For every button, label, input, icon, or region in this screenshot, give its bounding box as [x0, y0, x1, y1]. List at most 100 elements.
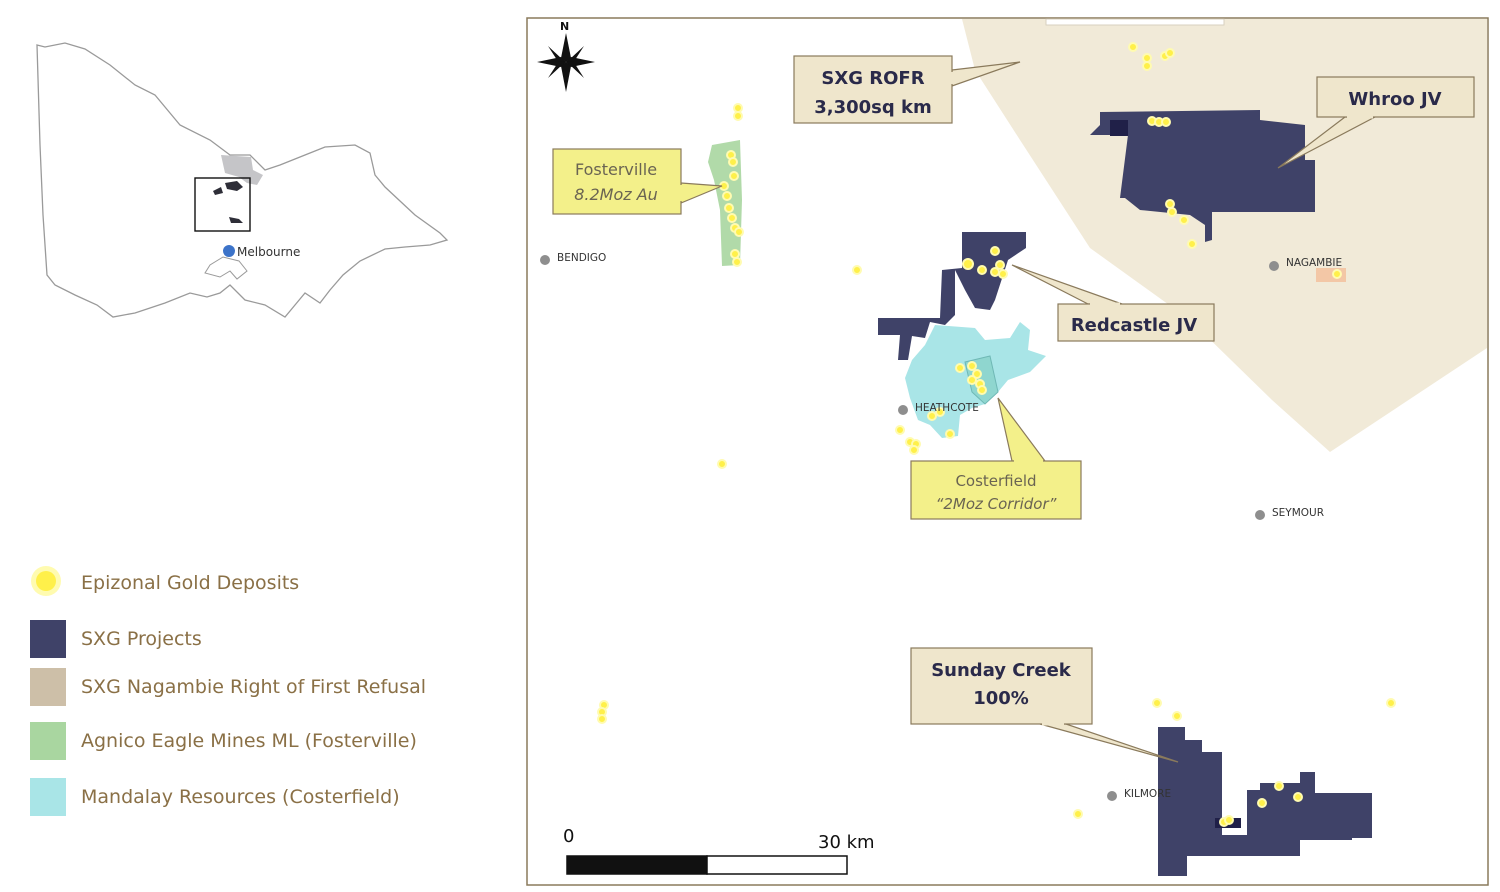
callout-fosterville-resource: 8.2Moz Au — [574, 185, 658, 204]
callout-rofr-area: 3,300sq km — [814, 97, 932, 118]
gold-deposit — [729, 171, 739, 181]
gold-deposit-dot-icon — [31, 566, 61, 596]
gold-deposit — [1073, 809, 1083, 819]
legend-label-gold-deposits: Epizonal Gold Deposits — [81, 572, 300, 594]
bendigo-marker-icon — [540, 255, 550, 265]
scale-bar-end-label: 30 km — [818, 832, 875, 853]
inset-sxg-block-south — [229, 217, 243, 223]
towns — [540, 255, 1279, 801]
gold-deposit — [722, 191, 732, 201]
bendigo-label: BENDIGO — [557, 252, 606, 264]
scale-bar-dark — [566, 855, 708, 875]
gold-deposit — [1165, 199, 1175, 209]
gold-deposit — [955, 363, 965, 373]
gold-deposit — [1161, 117, 1171, 127]
gold-deposit — [727, 213, 737, 223]
gold-deposit — [935, 407, 945, 417]
gold-deposit — [990, 267, 1000, 277]
redcastle-jv-block — [878, 232, 1026, 360]
gold-deposit — [1224, 815, 1234, 825]
sxg-projects-swatch — [30, 620, 66, 658]
callout-sunday-creek-box — [910, 647, 1093, 725]
gold-deposit — [1128, 42, 1138, 52]
legend-label-rofr: SXG Nagambie Right of First Refusal — [81, 676, 427, 698]
gold-deposit — [733, 103, 743, 113]
gold-deposit — [1187, 239, 1197, 249]
gold-deposit — [990, 246, 1000, 256]
legend-item-sxg-projects: SXG Projects — [30, 620, 490, 660]
inset-sxg-block-west — [213, 187, 223, 195]
gold-deposit — [967, 361, 977, 371]
callout-fosterville-box — [552, 148, 682, 215]
nagambie-marker-icon — [1269, 261, 1279, 271]
whroo-inner-block — [1110, 120, 1128, 136]
melbourne-marker-icon — [223, 245, 235, 257]
north-label: N — [560, 20, 569, 33]
gold-deposit — [927, 411, 937, 421]
victoria-outline — [36, 42, 449, 318]
gold-deposit — [967, 375, 977, 385]
kilmore-label: KILMORE — [1124, 788, 1171, 800]
callout-rofr-title: SXG ROFR — [821, 68, 924, 89]
gold-deposit — [895, 425, 905, 435]
north-arrow-icon — [537, 33, 595, 92]
callout-redcastle: Redcastle JV — [1011, 264, 1215, 342]
callout-rofr-box — [793, 55, 953, 124]
gold-deposit — [977, 385, 987, 395]
gold-deposit — [730, 249, 740, 259]
callout-rofr: SXG ROFR 3,300sq km — [793, 55, 1021, 124]
legend-label-fosterville: Agnico Eagle Mines ML (Fosterville) — [81, 730, 417, 752]
gold-deposit — [1165, 48, 1175, 58]
gold-deposit — [1332, 269, 1342, 279]
gold-deposit — [1167, 207, 1177, 217]
legend-item-costerfield: Mandalay Resources (Costerfield) — [30, 778, 490, 818]
rofr-swatch — [30, 668, 66, 706]
callout-whroo-box — [1316, 76, 1475, 118]
gold-deposit — [1179, 215, 1189, 225]
gold-deposit — [724, 203, 734, 213]
inset-area-box — [194, 177, 251, 232]
heathcote-label: HEATHCOTE — [915, 402, 979, 414]
callout-costerfield-title: Costerfield — [955, 472, 1036, 490]
callout-costerfield-box — [910, 460, 1082, 520]
fosterville-swatch — [30, 722, 66, 760]
callout-whroo: Whroo JV — [1277, 76, 1475, 169]
callout-fosterville-title: Fosterville — [575, 160, 657, 179]
gold-deposit — [977, 265, 987, 275]
gold-deposit — [909, 445, 919, 455]
gold-deposit — [733, 111, 743, 121]
scale-bar: 0 30 km — [563, 826, 875, 875]
scale-bar-zero-label: 0 — [563, 826, 574, 847]
gold-deposit — [1386, 698, 1396, 708]
gold-deposit — [1172, 711, 1182, 721]
callout-fosterville: Fosterville 8.2Moz Au — [552, 148, 723, 215]
gold-deposit — [1293, 792, 1303, 802]
callout-costerfield: Costerfield “2Moz Corridor” — [910, 397, 1082, 520]
callout-sunday-creek-ownership: 100% — [973, 688, 1029, 709]
gold-deposit — [998, 269, 1008, 279]
callout-costerfield-resource: “2Moz Corridor” — [936, 495, 1057, 513]
callout-redcastle-label: Redcastle JV — [1071, 315, 1197, 336]
callout-redcastle-box — [1057, 303, 1215, 342]
inset-rofr-area — [221, 155, 263, 185]
rofr-top-notch — [1045, 18, 1225, 26]
heathcote-marker-icon — [898, 405, 908, 415]
gold-deposit — [945, 429, 955, 439]
whroo-jv-block — [1090, 110, 1315, 242]
gold-deposit — [1142, 53, 1152, 63]
melbourne-label: Melbourne — [237, 245, 300, 259]
legend-item-rofr: SXG Nagambie Right of First Refusal — [30, 668, 490, 708]
legend-item-fosterville: Agnico Eagle Mines ML (Fosterville) — [30, 722, 490, 762]
gold-deposit — [734, 227, 744, 237]
gold-deposits — [597, 42, 1396, 827]
gold-deposit — [597, 714, 607, 724]
legend-item-gold-deposits: Epizonal Gold Deposits — [30, 564, 490, 604]
gold-deposit — [962, 258, 974, 270]
port-phillip-bay — [204, 256, 248, 280]
gold-deposit — [1274, 781, 1284, 791]
victoria-inset-map: Melbourne — [36, 42, 449, 318]
legend-label-costerfield: Mandalay Resources (Costerfield) — [81, 786, 400, 808]
gold-deposit — [732, 257, 742, 267]
gold-deposit — [852, 265, 862, 275]
